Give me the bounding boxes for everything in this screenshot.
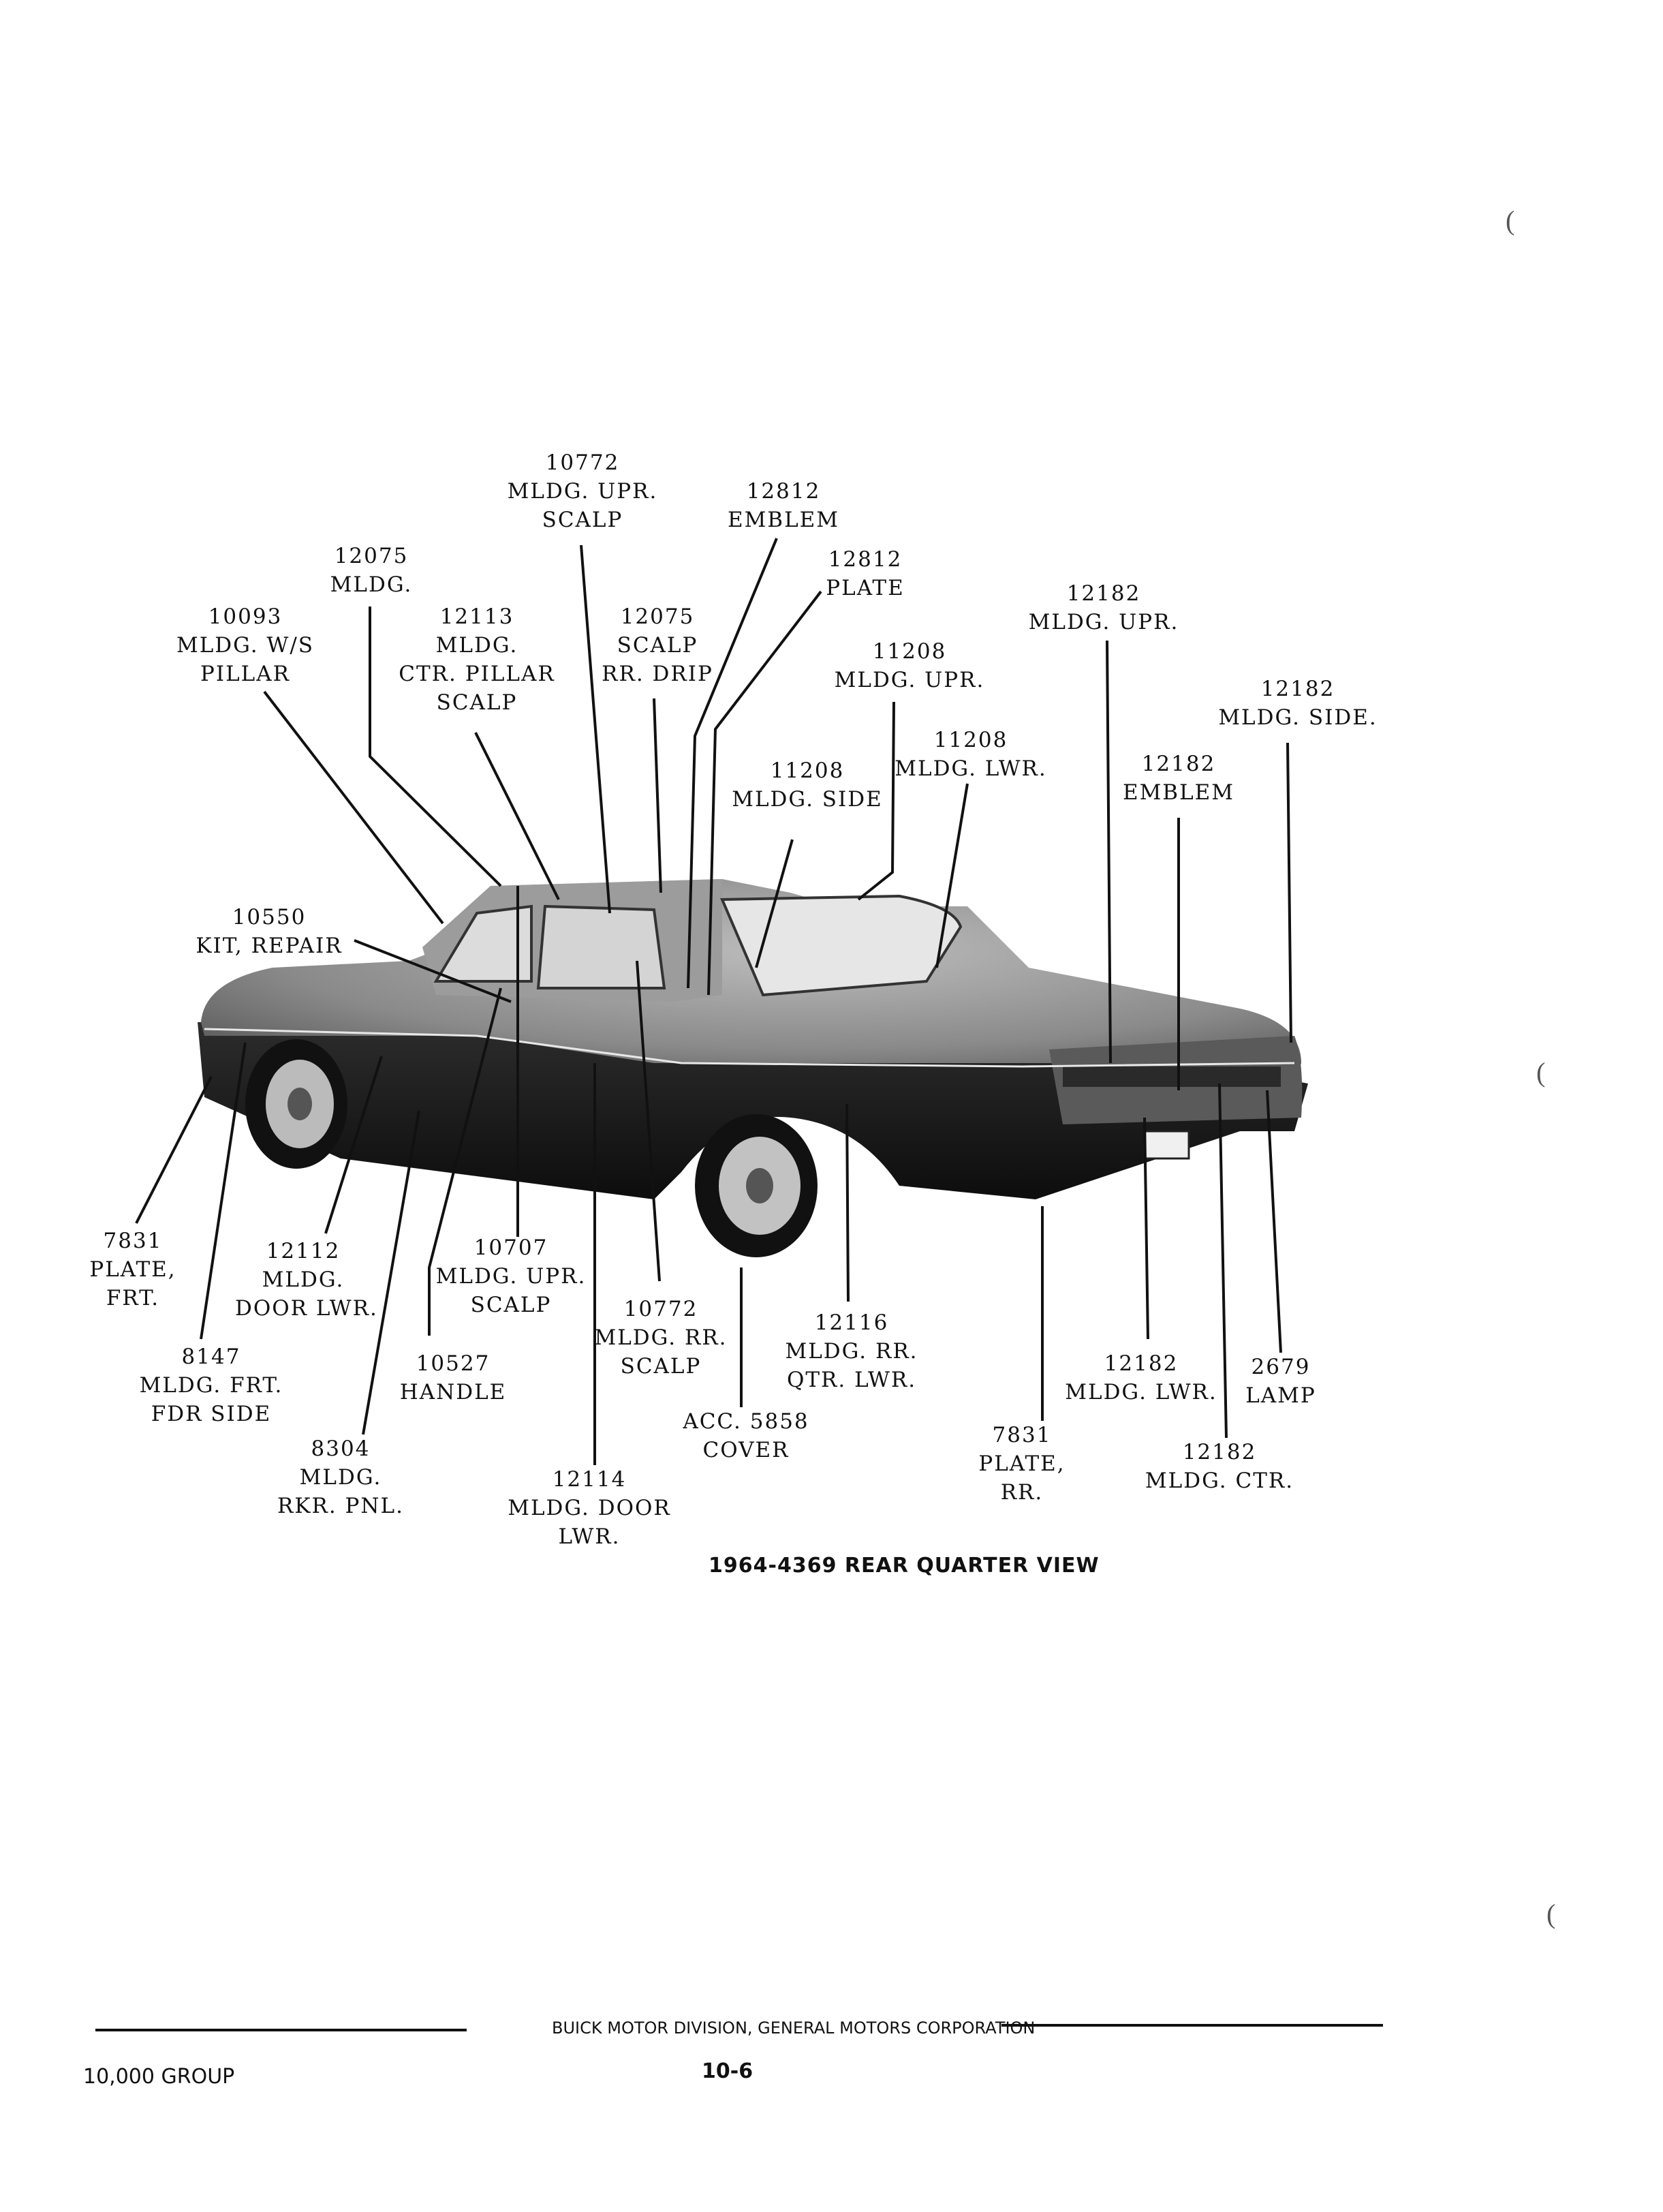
leader-12112 [324,1056,383,1234]
footer-page-number: 10-6 [702,2059,753,2083]
leader-12182-upr [1106,640,1112,1064]
leader-12182-ctr [1218,1083,1228,1439]
front-window [433,904,533,983]
leader-10772-upr [580,544,611,914]
scan-mark: ( [1536,1057,1546,1088]
leader-12113 [474,732,560,900]
leader-12075-mldg [369,606,502,887]
leader-8304 [362,1110,420,1435]
scan-mark: ( [1547,1899,1556,1929]
front-wheel [245,1039,347,1169]
leader-12116 [845,1103,850,1302]
leader-11208-lwr [935,783,969,968]
leader-10772-rr [636,960,661,1282]
leader-2679 [1266,1090,1282,1353]
leader-12075-scalp [653,698,662,893]
leader-10527 [428,987,502,1336]
leader-12812-emblem [687,538,778,989]
rear-door-window [536,904,666,989]
leader-12182-lwr [1143,1117,1149,1340]
side-moulding [204,1028,1295,1068]
scan-mark: ( [1506,205,1515,236]
leader-11208-upr [857,701,895,901]
leader-10093 [263,690,444,925]
figure-caption: 1964-4369 REAR QUARTER VIEW [709,1554,1100,1578]
rear-wheel [695,1114,818,1257]
footer-division: BUICK MOTOR DIVISION, GENERAL MOTORS COR… [552,2018,1036,2038]
footer-rule-right [1001,2024,1383,2027]
footer-group: 10,000 GROUP [83,2065,235,2089]
leader-11208-side [755,839,794,968]
rear-lamp-strip [1063,1066,1281,1087]
footer-rule-left [95,2029,467,2031]
leader-12812-plate [707,590,822,996]
leader-10550 [354,939,512,1003]
leader-7831-frt [135,1076,213,1224]
leader-12182-side [1286,742,1292,1043]
leader-8147 [200,1042,247,1340]
